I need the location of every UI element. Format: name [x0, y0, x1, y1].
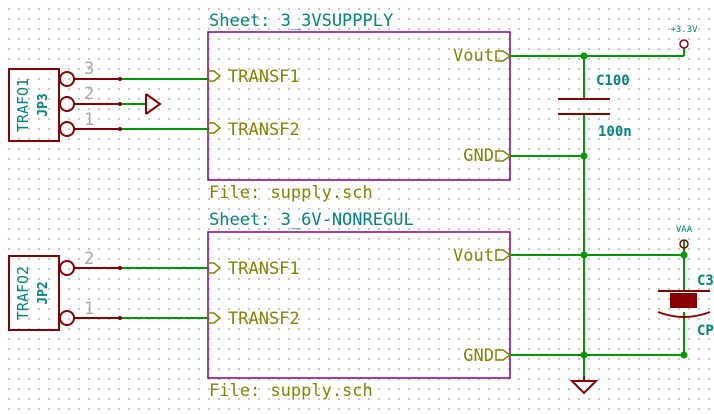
sheet-2-name: Sheet: 3_6V-NONREGUL	[209, 210, 414, 230]
sheet-2-pin-transf2-shape	[208, 312, 222, 324]
c100-value: 100n	[598, 124, 632, 140]
capacitor-c100[interactable]: C100 100n	[558, 73, 632, 140]
junction-dot	[580, 251, 588, 259]
capacitor-c3[interactable]: C3 CP	[657, 273, 714, 339]
sheet-2-file: File: supply.sch	[209, 381, 373, 401]
sheet-2-pin-gnd[interactable]: GND	[463, 346, 494, 366]
sheet-2-border[interactable]	[207, 231, 511, 379]
junction-dot	[580, 52, 588, 60]
sheet-1-pin-gnd-shape	[495, 150, 512, 162]
sheet-1-pin-vout[interactable]: Vout	[453, 46, 494, 66]
sheet-1-pin-transf1-shape	[208, 70, 222, 82]
sheet-2-pin-transf1[interactable]: TRANSF1	[228, 259, 300, 279]
sheet-3v3-supply[interactable]: Sheet: 3_3VSUPPPLY File: supply.sch TRAN…	[207, 11, 512, 203]
sheet-1-pin-gnd[interactable]: GND	[463, 146, 494, 166]
c3-polarized-body	[670, 293, 697, 308]
connector-jp3[interactable]: TRAFO1 JP3 3 2 1	[8, 59, 120, 142]
sheet-2-pin-vout-shape	[495, 249, 512, 261]
jp3-pin-1-circle	[59, 121, 75, 137]
jp2-pin-1-circle	[59, 310, 75, 326]
sheet-6v-nonregul[interactable]: Sheet: 3_6V-NONREGUL File: supply.sch TR…	[207, 210, 512, 401]
junction-dot	[680, 251, 688, 259]
sheet-1-file: File: supply.sch	[209, 183, 373, 203]
connector-jp2[interactable]: TRAFO2 JP2 2 1	[8, 249, 120, 331]
jp3-body[interactable]	[8, 68, 60, 142]
junction-dot	[680, 351, 688, 359]
sheet-1-border[interactable]	[207, 31, 511, 181]
jp2-pin-1-number: 1	[84, 299, 94, 319]
power-3v3-symbol[interactable]: +3.3V	[670, 25, 698, 49]
sheet-2-pin-transf1-shape	[208, 262, 222, 274]
jp3-pin-3-circle	[59, 71, 75, 87]
sheet-1-name: Sheet: 3_3VSUPPPLY	[209, 11, 393, 31]
sheet-1-pin-transf2[interactable]: TRANSF2	[228, 120, 300, 140]
wires-input	[118, 77, 208, 320]
jp2-pin-2-number: 2	[84, 249, 94, 269]
jp3-ref: JP3	[36, 93, 51, 116]
pin-end-marker	[118, 316, 122, 320]
ground-flag-symbol[interactable]	[145, 93, 162, 115]
jp2-value: TRAFO2	[14, 266, 32, 320]
c3-ref: C3	[697, 273, 714, 289]
power-3v3-label: +3.3V	[670, 25, 698, 35]
power-3v3-circle	[679, 39, 689, 49]
jp3-pin-1-number: 1	[84, 110, 94, 130]
power-vaa-symbol[interactable]: VAA	[676, 225, 693, 249]
ground-flag-triangle	[145, 93, 162, 115]
c3-value: CP	[697, 323, 714, 339]
jp3-value: TRAFO1	[14, 78, 32, 132]
sheet-1-pin-transf1[interactable]: TRANSF1	[228, 67, 300, 87]
jp2-body[interactable]	[8, 255, 60, 331]
junction-dot	[580, 351, 588, 359]
pin-end-marker	[118, 102, 122, 106]
jp3-pin-2-circle	[59, 96, 75, 112]
ground-triangle	[569, 380, 599, 395]
sheet-2-pin-gnd-shape	[495, 349, 512, 361]
sheet-2-pin-transf2[interactable]: TRANSF2	[228, 309, 300, 329]
sheet-1-pin-vout-shape	[495, 50, 512, 62]
ground-symbol[interactable]	[569, 376, 599, 395]
c3-plate-bottom	[657, 311, 711, 318]
jp3-pin-3-number: 3	[84, 59, 94, 79]
sheet-2-pin-vout[interactable]: Vout	[453, 246, 494, 266]
pin-end-marker	[118, 127, 122, 131]
jp3-pin-2-number: 2	[84, 84, 94, 104]
power-vaa-circle	[679, 239, 689, 249]
pin-end-marker	[118, 266, 122, 270]
power-vaa-label: VAA	[676, 225, 693, 235]
c100-ref: C100	[596, 73, 630, 89]
wires-output	[510, 48, 688, 376]
pin-end-marker	[118, 77, 122, 81]
jp2-pin-2-circle	[59, 260, 75, 276]
sheet-1-pin-transf2-shape	[208, 122, 222, 134]
junction-dot	[580, 152, 588, 160]
jp2-ref: JP2	[36, 281, 51, 304]
